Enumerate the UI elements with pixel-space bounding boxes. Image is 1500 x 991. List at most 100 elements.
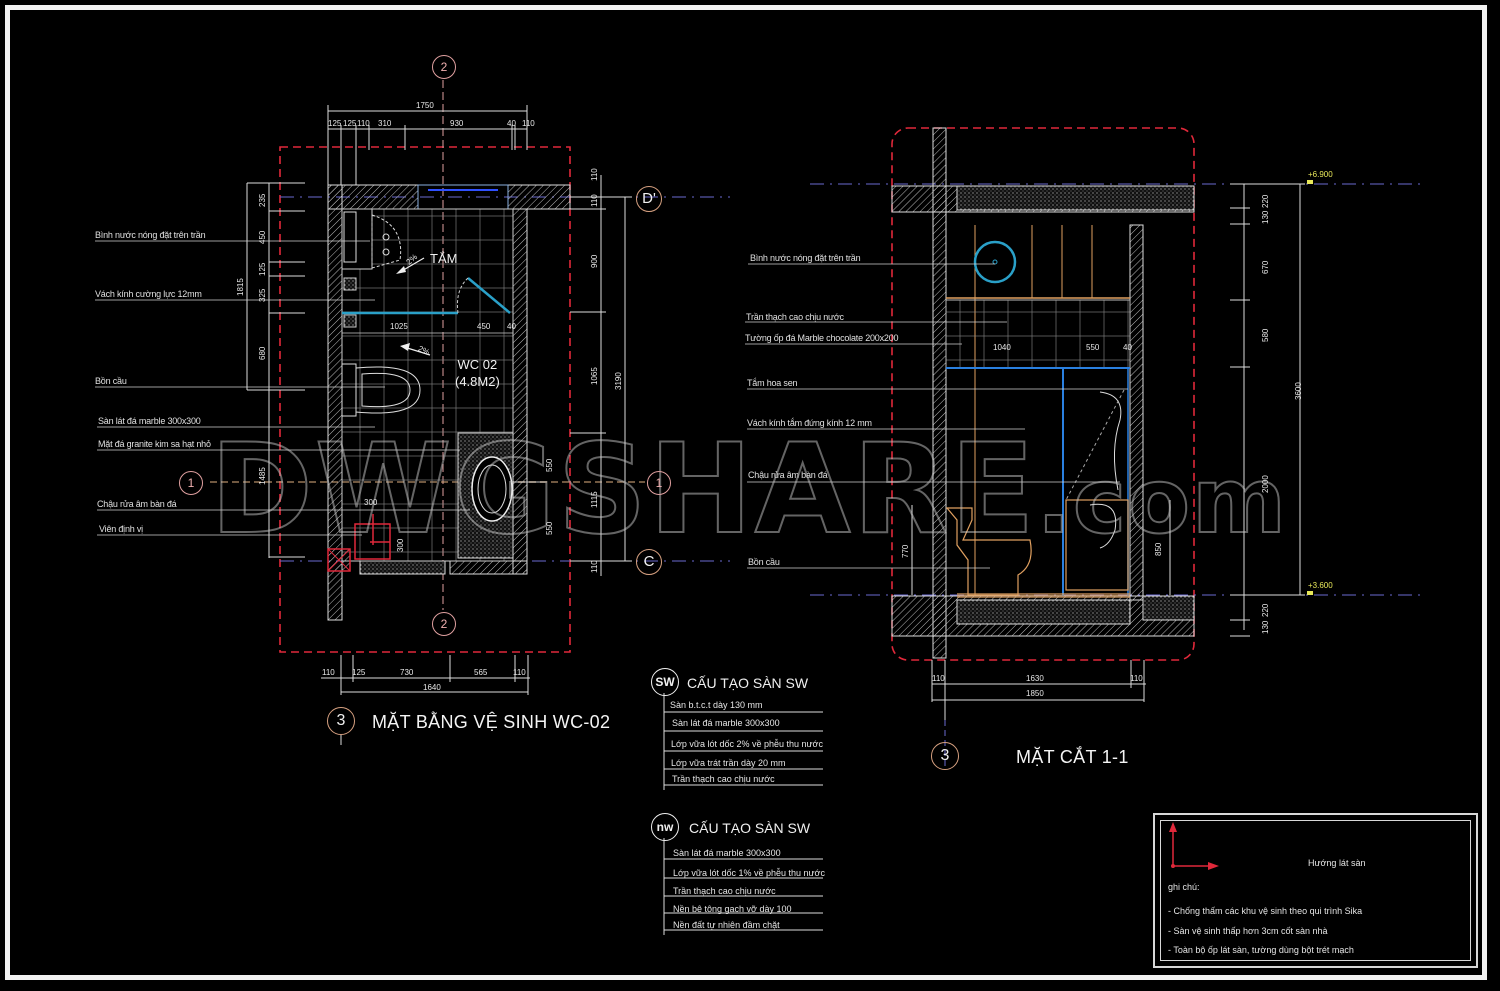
plan-title: MẶT BẰNG VỆ SINH WC-02	[372, 712, 611, 732]
grid-bubble-2-bottom: 2	[432, 612, 456, 636]
section-dim-right-2: 670	[1261, 260, 1270, 274]
section-dim-right-0: 220	[1261, 194, 1270, 208]
plan-dim-right-7: 110	[590, 560, 599, 573]
grid-bubble-1-right: 1	[647, 471, 671, 495]
tiling-direction-arrow-icon	[1169, 822, 1219, 870]
watermark: DWGSHARE.com	[209, 417, 1288, 563]
plan-dim-bottom-2: 730	[400, 668, 414, 677]
floor-sw-layer-3: Lớp vữa trát trần dày 20 mm	[671, 758, 786, 768]
legend-notes-heading: ghi chú:	[1168, 882, 1200, 892]
section-callout-3: Tắm hoa sen	[747, 378, 798, 388]
section-dim-bottom-2: 110	[1130, 674, 1143, 683]
grid-bubble-1-left: 1	[179, 471, 203, 495]
plan-callout-5: Chậu rửa âm bàn đá	[97, 499, 177, 509]
plan-callout-0: Bình nước nóng đặt trên trần	[95, 230, 206, 240]
plan-dim-inner-1025: 1025	[390, 322, 408, 331]
plan-dim-top-6: 110	[522, 119, 535, 128]
legend-note-2: - Toàn bộ ốp lát sàn, tường dùng bột tré…	[1168, 945, 1354, 955]
floor-sw-badge: SW	[651, 668, 679, 696]
floor-sw-layer-0: Sàn b.t.c.t dày 130 mm	[670, 700, 763, 710]
floor-tables	[340, 693, 823, 935]
plan-dim-left-1: 450	[258, 230, 267, 244]
plan-dim-bottom-4: 110	[513, 668, 526, 677]
plan-dim-bottom-1: 125	[352, 668, 366, 677]
room-name: WC 02(4.8M2)	[455, 356, 500, 390]
plan-dim-inner-300b: 300	[396, 538, 405, 552]
grid-bubble-2-top: 2	[432, 55, 456, 79]
plan-callout-4: Mặt đá granite kim sa hạt nhỏ	[98, 439, 211, 449]
floor-sw-layer-4: Trần thạch cao chịu nước	[672, 774, 775, 784]
section-callout-2: Tường ốp đá Marble chocolate 200x200	[745, 333, 899, 343]
section-drawing	[745, 127, 1420, 770]
plan-callout-6: Viên định vị	[99, 524, 143, 534]
plan-dim-top-2: 110	[357, 119, 370, 128]
floor-nw-layer-2: Trần thạch cao chịu nước	[673, 886, 776, 896]
legend-note-1: - Sàn vệ sinh thấp hơn 3cm cốt sàn nhà	[1168, 926, 1328, 936]
legend-note-0: - Chống thấm các khu vệ sinh theo qui tr…	[1168, 906, 1363, 916]
section-title: MẶT CẮT 1-1	[1016, 747, 1129, 767]
plan-dim-bottom-3: 565	[474, 668, 488, 677]
grid-bubble-c: C	[636, 549, 662, 575]
room-name-text: WC 02	[457, 357, 498, 372]
plan-dim-inner-300a: 300	[364, 498, 378, 507]
plan-dim-top-0: 125	[328, 119, 342, 128]
plan-dim-inner-450: 450	[477, 322, 491, 331]
section-dim-inner-1040: 1040	[993, 343, 1011, 352]
plan-dim-left-overall-lower: 1485	[258, 467, 267, 485]
plan-dim-inner-40: 40	[507, 322, 516, 331]
floor-sw-layer-2: Lớp vữa lót dốc 2% về phễu thu nước	[671, 739, 823, 749]
section-title-bubble: 3	[931, 742, 959, 770]
plan-dim-left-3: 325	[258, 288, 267, 302]
plan-dim-left-0: 235	[258, 193, 267, 207]
plan-dim-bottom-overall: 1640	[423, 683, 441, 692]
floor-nw-title: CẤU TẠO SÀN SW	[689, 820, 811, 836]
section-dim-right-4: 2000	[1261, 475, 1270, 493]
section-callout-0: Bình nước nóng đặt trên trần	[750, 253, 861, 263]
plan-dim-top-3: 310	[378, 119, 392, 128]
section-dim-right-1: 130	[1261, 210, 1270, 224]
plan-dim-right-overall: 3190	[614, 372, 623, 390]
plan-dim-right-1: 110	[590, 194, 599, 207]
section-dim-inner-40: 40	[1123, 343, 1132, 352]
section-dim-right-overall: 3600	[1294, 382, 1303, 400]
plan-dim-right-6: 550	[545, 521, 554, 535]
section-dim-bottom-1: 1630	[1026, 674, 1044, 683]
plan-dim-top-1: 125	[343, 119, 357, 128]
legend-arrow-label: Hướng lát sàn	[1308, 858, 1366, 868]
section-callout-5: Chậu rửa âm bàn đá	[748, 470, 828, 480]
floor-nw-layer-3: Nền bê tông gạch vỡ dày 100	[673, 904, 792, 914]
plan-title-bubble: 3	[327, 707, 355, 735]
drawing-frame	[5, 5, 1487, 980]
plan-dim-top-overall: 1750	[416, 101, 434, 110]
section-dim-inner-550: 550	[1086, 343, 1100, 352]
grid-bubble-d: D'	[636, 186, 662, 212]
floor-nw-layer-0: Sàn lát đá marble 300x300	[673, 848, 781, 858]
section-dim-right-5: 220	[1261, 603, 1270, 617]
section-dim-right-6: 130	[1261, 620, 1270, 634]
plan-callout-2: Bồn cầu	[95, 376, 127, 386]
plan-dim-left-2: 125	[258, 262, 267, 276]
section-dim-bottom-0: 110	[932, 674, 945, 683]
plan-dim-right-2: 900	[590, 254, 599, 268]
plan-dim-top-5: 40	[507, 119, 516, 128]
floor-sw-title: CẤU TẠO SÀN SW	[687, 675, 809, 691]
legend-box	[1153, 813, 1478, 968]
shower-label: TẮM	[430, 251, 458, 266]
level-bottom: +3.600	[1308, 581, 1333, 590]
level-top: +6.900	[1308, 170, 1333, 179]
section-dim-right-3: 580	[1261, 328, 1270, 342]
section-callout-6: Bồn cầu	[748, 557, 780, 567]
floor-nw-badge: nw	[651, 813, 679, 841]
plan-dim-right-0: 110	[590, 168, 599, 181]
section-dim-inner-850: 850	[1154, 542, 1163, 556]
section-callout-1: Trần thạch cao chịu nước	[746, 312, 844, 322]
plan-dim-left-4: 680	[258, 346, 267, 360]
section-callout-4: Vách kính tắm đứng kính 12 mm	[747, 418, 872, 428]
floor-sw-layer-1: Sàn lát đá marble 300x300	[672, 718, 780, 728]
plan-callout-1: Vách kính cường lực 12mm	[95, 289, 202, 299]
section-dim-bottom-overall: 1850	[1026, 689, 1044, 698]
section-dim-inner-770: 770	[901, 544, 910, 558]
plan-dim-right-5: 1115	[590, 491, 599, 508]
plan-drawing	[95, 80, 730, 695]
